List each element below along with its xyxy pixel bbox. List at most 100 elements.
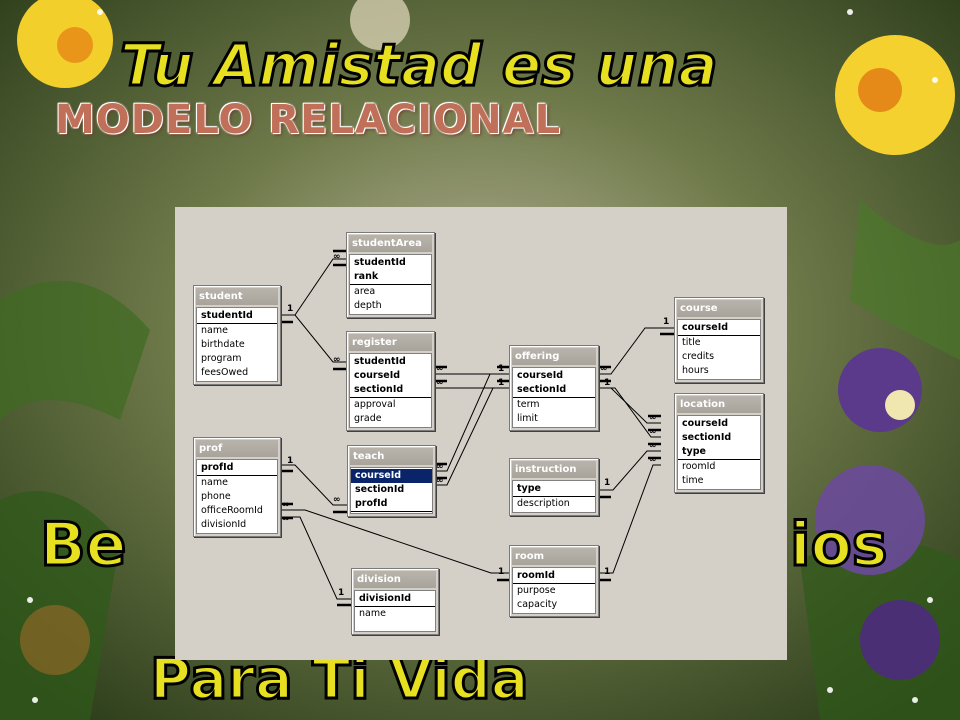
cardinality-many: ∞: [649, 413, 657, 423]
page-title: MODELO RELACIONAL: [55, 97, 562, 143]
cardinality-one: 1: [338, 588, 344, 598]
table-division[interactable]: division divisionId name: [351, 568, 439, 635]
field-item[interactable]: type: [678, 445, 760, 460]
field-item-selected[interactable]: courseId: [351, 469, 432, 483]
field-item[interactable]: time: [682, 475, 704, 486]
table-title[interactable]: studentArea: [349, 235, 432, 252]
table-student[interactable]: student studentId name birthdate program…: [193, 285, 281, 385]
cardinality-many: ∞: [282, 514, 290, 524]
field-item[interactable]: area: [354, 286, 376, 297]
relationships-panel: 1 ∞ ∞ ∞ ∞ 1 1 ∞ ∞ 1 ∞ ∞ 1 1 ∞ ∞ ∞ ∞ 1 1 …: [175, 207, 787, 660]
field-item[interactable]: sectionId: [350, 383, 431, 398]
field-item[interactable]: studentId: [354, 257, 406, 268]
field-item[interactable]: officeRoomId: [201, 505, 263, 516]
field-item[interactable]: approval: [354, 399, 396, 410]
cardinality-many: ∞: [436, 364, 444, 374]
field-item[interactable]: sectionId: [682, 432, 732, 443]
field-item[interactable]: sectionId: [513, 383, 595, 398]
cardinality-many: ∞: [436, 462, 444, 472]
cardinality-one: 1: [498, 364, 504, 374]
cardinality-many: ∞: [436, 476, 444, 486]
cardinality-one: 1: [287, 456, 293, 466]
table-instruction[interactable]: instruction type description: [509, 458, 599, 516]
field-list: studentId name birthdate program feesOwe…: [196, 307, 278, 382]
cardinality-many: ∞: [333, 355, 341, 365]
field-item[interactable]: courseId: [678, 321, 760, 336]
table-title[interactable]: register: [349, 334, 432, 351]
field-list: type description: [512, 480, 596, 513]
table-title[interactable]: offering: [512, 348, 596, 365]
cardinality-one: 1: [287, 304, 293, 314]
field-item[interactable]: term: [517, 399, 540, 410]
field-item[interactable]: courseId: [682, 418, 729, 429]
field-list: courseId title credits hours: [677, 319, 761, 380]
table-course[interactable]: course courseId title credits hours: [674, 297, 764, 383]
table-title[interactable]: student: [196, 288, 278, 305]
field-item[interactable]: title: [682, 337, 701, 348]
field-item[interactable]: program: [201, 353, 242, 364]
cardinality-one: 1: [604, 567, 610, 577]
cardinality-one: 1: [604, 478, 610, 488]
cardinality-many: ∞: [282, 500, 290, 510]
table-title[interactable]: instruction: [512, 461, 596, 478]
field-item[interactable]: phone: [201, 491, 231, 502]
table-location[interactable]: location courseId sectionId type roomId …: [674, 393, 764, 493]
table-room[interactable]: room roomId purpose capacity: [509, 545, 599, 617]
field-item[interactable]: roomId: [682, 461, 716, 472]
field-item[interactable]: capacity: [517, 599, 558, 610]
cardinality-one: 1: [498, 567, 504, 577]
field-list: courseId sectionId type roomId time: [677, 415, 761, 490]
field-item[interactable]: roomId: [513, 569, 595, 584]
field-item[interactable]: courseId: [517, 370, 564, 381]
table-title[interactable]: division: [354, 571, 436, 588]
table-title[interactable]: location: [677, 396, 761, 413]
field-list: studentId courseId sectionId approval gr…: [349, 353, 432, 428]
cardinality-one: 1: [498, 378, 504, 388]
table-title[interactable]: prof: [196, 440, 278, 457]
cardinality-many: ∞: [649, 455, 657, 465]
field-item[interactable]: description: [517, 498, 570, 509]
field-item[interactable]: sectionId: [355, 484, 405, 495]
field-item[interactable]: limit: [517, 413, 538, 424]
field-list: divisionId name: [354, 590, 436, 632]
field-item[interactable]: birthdate: [201, 339, 245, 350]
cardinality-many: ∞: [649, 441, 657, 451]
cardinality-one: 1: [604, 378, 610, 388]
field-list: roomId purpose capacity: [512, 567, 596, 614]
field-item[interactable]: name: [359, 608, 386, 619]
field-item[interactable]: courseId: [354, 370, 401, 381]
field-item[interactable]: type: [513, 482, 595, 497]
field-item[interactable]: divisionId: [201, 519, 247, 530]
table-title[interactable]: course: [677, 300, 761, 317]
table-prof[interactable]: prof profId name phone officeRoomId divi…: [193, 437, 281, 537]
field-item[interactable]: name: [201, 477, 228, 488]
field-item[interactable]: rank: [350, 270, 431, 285]
field-item[interactable]: name: [201, 325, 228, 336]
table-student-area[interactable]: studentArea studentId rank area depth: [346, 232, 435, 318]
field-item[interactable]: profId: [351, 497, 432, 512]
table-teach[interactable]: teach courseId sectionId profId: [347, 445, 436, 517]
field-item[interactable]: studentId: [197, 309, 277, 324]
svg-text:Be: Be: [40, 510, 126, 580]
cardinality-many: ∞: [436, 378, 444, 388]
table-offering[interactable]: offering courseId sectionId term limit: [509, 345, 599, 431]
field-item[interactable]: studentId: [354, 356, 406, 367]
table-title[interactable]: room: [512, 548, 596, 565]
field-list: studentId rank area depth: [349, 254, 432, 315]
table-title[interactable]: teach: [350, 448, 433, 465]
cardinality-one: 1: [663, 317, 669, 327]
cardinality-many: ∞: [600, 364, 608, 374]
field-item[interactable]: feesOwed: [201, 367, 249, 378]
field-list: courseId sectionId term limit: [512, 367, 596, 428]
field-item[interactable]: grade: [354, 413, 382, 424]
field-item[interactable]: depth: [354, 300, 382, 311]
table-register[interactable]: register studentId courseId sectionId ap…: [346, 331, 435, 431]
field-list: profId name phone officeRoomId divisionI…: [196, 459, 278, 534]
field-item[interactable]: credits: [682, 351, 715, 362]
field-item[interactable]: hours: [682, 365, 709, 376]
field-item[interactable]: profId: [197, 461, 277, 476]
field-item[interactable]: divisionId: [355, 592, 435, 607]
field-list: courseId sectionId profId: [350, 467, 433, 514]
field-item[interactable]: purpose: [517, 585, 556, 596]
